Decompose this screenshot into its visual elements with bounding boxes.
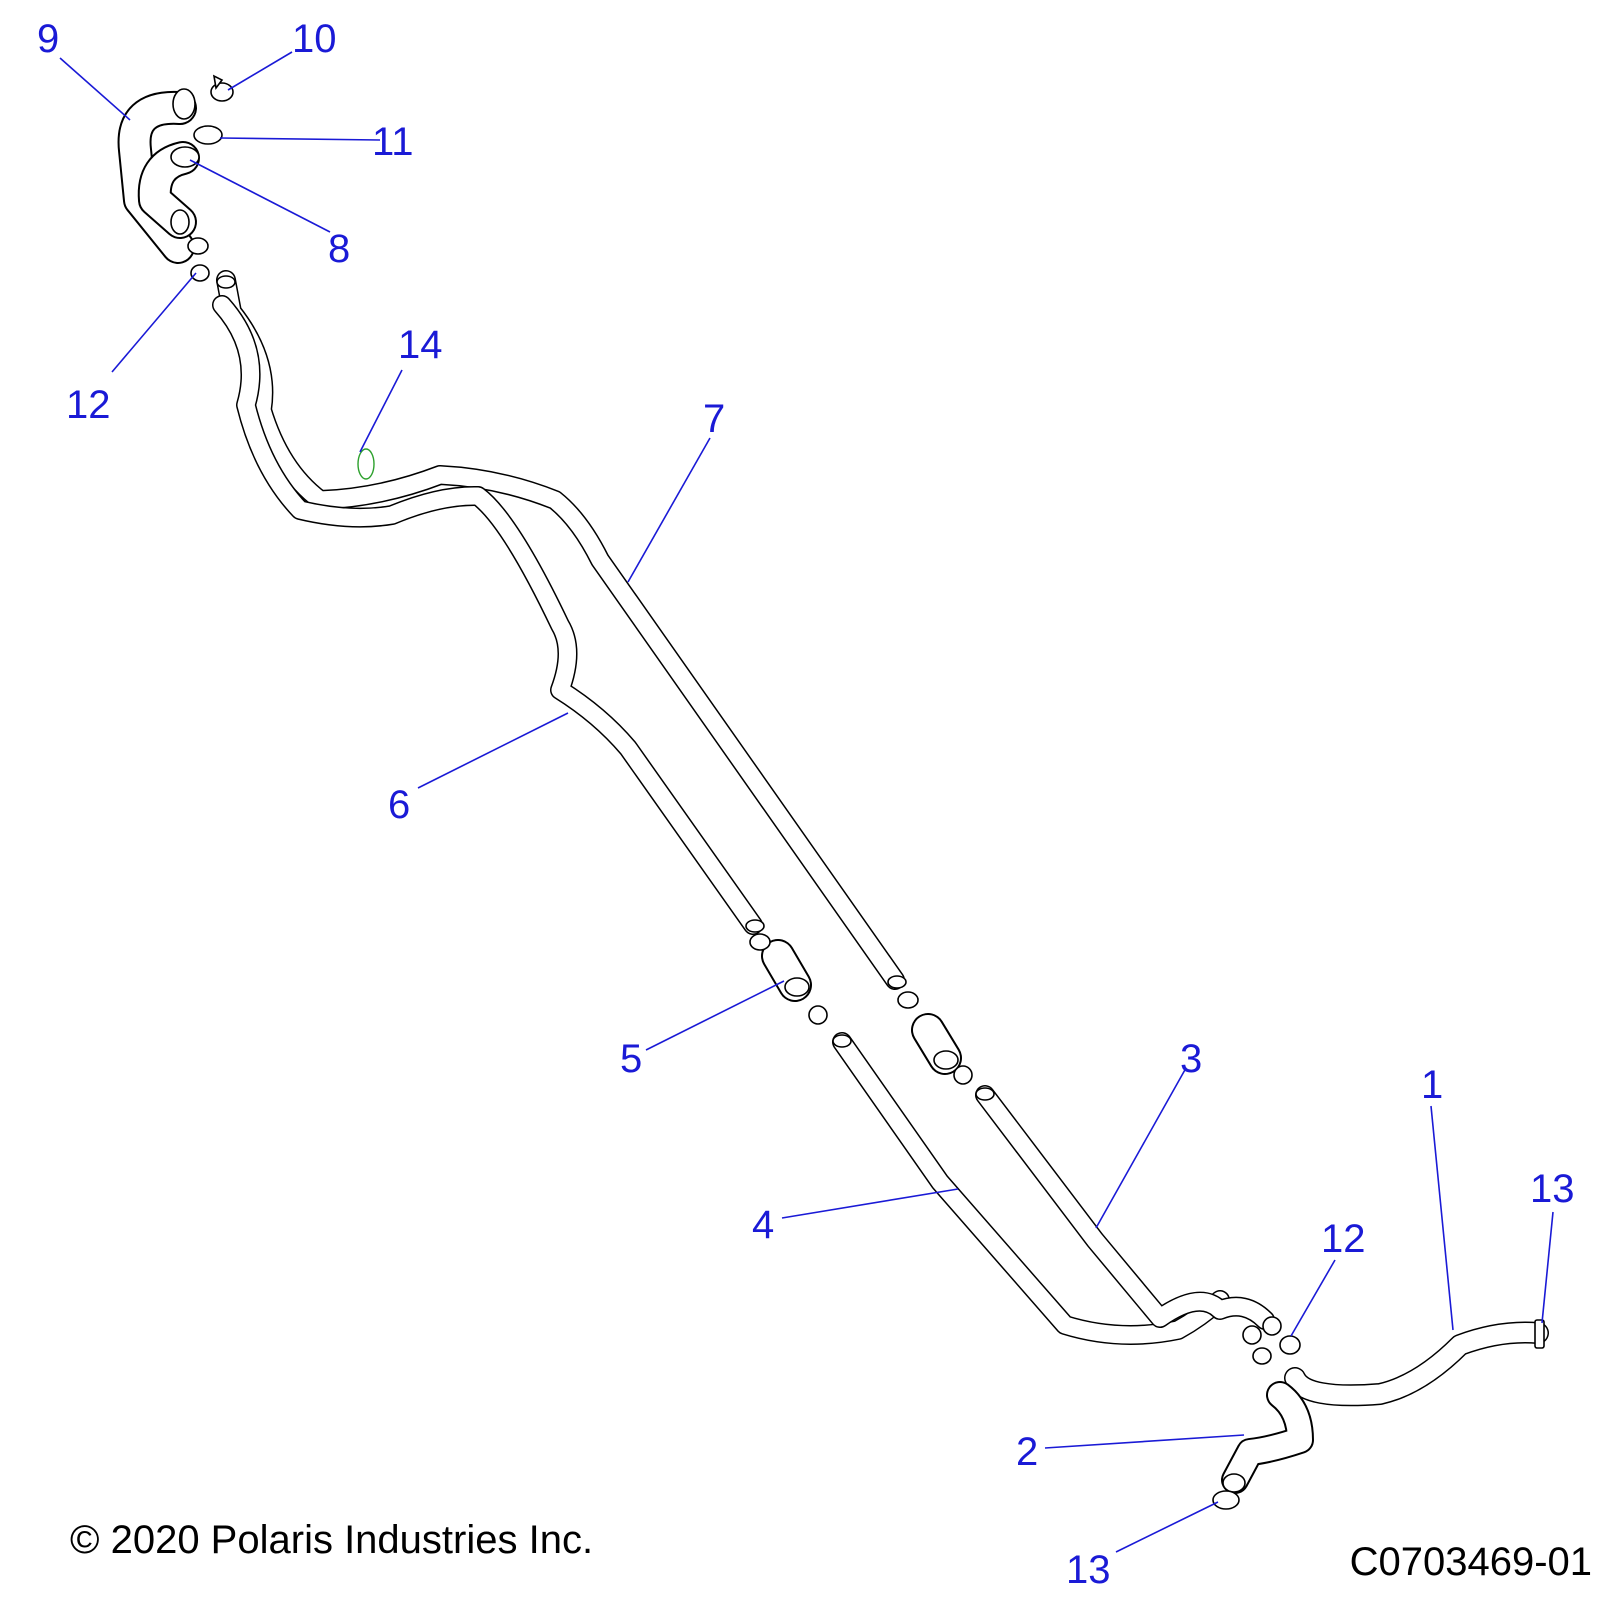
callout-6: 6 bbox=[388, 783, 410, 827]
callout-3: 3 bbox=[1180, 1037, 1202, 1081]
coolant-tube-4 bbox=[832, 1032, 1230, 1345]
callout-9: 9 bbox=[37, 17, 59, 61]
item-14-highlight bbox=[357, 448, 375, 480]
hose-1 bbox=[1284, 1321, 1549, 1407]
hose-8 bbox=[137, 141, 200, 239]
leader-lines bbox=[59, 51, 1554, 1553]
callout-2: 2 bbox=[1016, 1430, 1038, 1474]
callout-5: 5 bbox=[620, 1037, 642, 1081]
callout-13-right: 13 bbox=[1530, 1167, 1575, 1211]
coolant-tube-7 bbox=[216, 270, 905, 990]
callout-13-bottom: 13 bbox=[1066, 1548, 1111, 1592]
clamps-bottom bbox=[1212, 1316, 1545, 1510]
coupler-5-right bbox=[897, 991, 973, 1085]
callout-1: 1 bbox=[1421, 1063, 1443, 1107]
drawing-number: C0703469-01 bbox=[1349, 1540, 1592, 1584]
coolant-tube-6 bbox=[212, 295, 763, 935]
copyright-notice: © 2020 Polaris Industries Inc. bbox=[70, 1518, 594, 1562]
callout-7: 7 bbox=[703, 397, 725, 441]
callout-numbers: 9 10 11 8 12 14 7 6 5 3 1 13 12 4 2 13 bbox=[37, 17, 1575, 1592]
callout-12-top: 12 bbox=[66, 383, 111, 427]
callout-4: 4 bbox=[752, 1203, 774, 1247]
clamps-top bbox=[187, 74, 234, 282]
hose-9 bbox=[117, 88, 197, 264]
callout-12-bottom: 12 bbox=[1321, 1217, 1366, 1261]
callout-11: 11 bbox=[372, 120, 414, 164]
hose-2 bbox=[1221, 1381, 1314, 1494]
coupler-5-left bbox=[749, 933, 828, 1025]
coolant-tube-3 bbox=[975, 1085, 1275, 1330]
callout-8: 8 bbox=[328, 227, 350, 271]
callout-10: 10 bbox=[292, 17, 337, 61]
tube-end-rings bbox=[216, 275, 995, 1101]
callout-14: 14 bbox=[398, 323, 443, 367]
